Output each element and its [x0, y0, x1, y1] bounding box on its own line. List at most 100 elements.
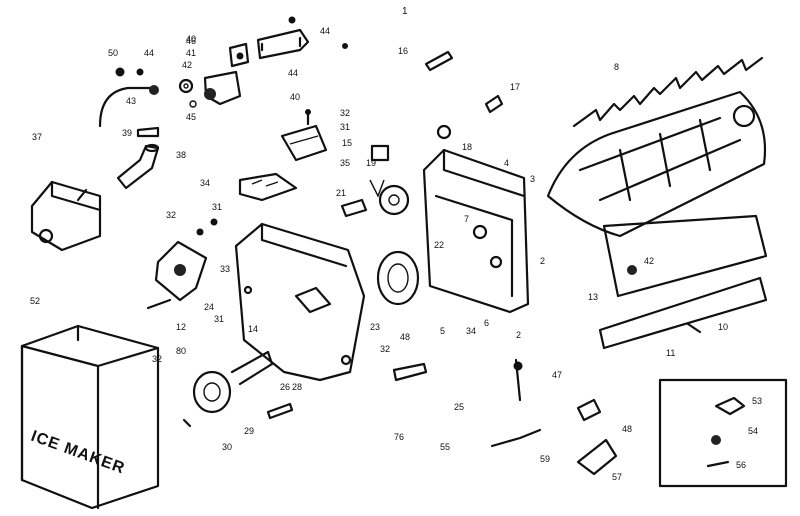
- label-32: 32: [340, 108, 350, 118]
- label-2: 2: [540, 256, 545, 266]
- label-25: 25: [454, 402, 464, 412]
- label-59: 59: [540, 454, 550, 464]
- inset-box: [658, 378, 788, 488]
- cover-23: [234, 222, 366, 382]
- label-17: 17: [510, 82, 520, 92]
- label-32-c: 32: [380, 344, 390, 354]
- label-16: 16: [398, 46, 408, 56]
- screw-32-upper: [305, 109, 311, 126]
- label-42-b: 42: [644, 256, 654, 266]
- label-10: 10: [718, 322, 728, 332]
- switch-bracket-15: [280, 124, 328, 162]
- wire-55-59: [490, 428, 542, 448]
- label-53: 53: [752, 396, 762, 406]
- label-31: 31: [340, 122, 350, 132]
- label-26: 26: [280, 382, 290, 392]
- label-48: 48: [400, 332, 410, 342]
- label-56: 56: [736, 460, 746, 470]
- label-29: 29: [244, 426, 254, 436]
- label-21: 21: [336, 188, 346, 198]
- label-80: 80: [176, 346, 186, 356]
- label-14: 14: [248, 324, 258, 334]
- label-54: 54: [748, 426, 758, 436]
- label-44-b: 44: [288, 68, 298, 78]
- label-41: 41: [186, 48, 196, 58]
- label-18: 18: [462, 142, 472, 152]
- bracket-33: [154, 240, 208, 302]
- clip-11: [686, 322, 702, 334]
- label-55: 55: [440, 442, 450, 452]
- part-labels: 1 44 44 50 44 46 41 40 42 43 45 39 16 17…: [30, 6, 762, 482]
- pin-16: [424, 50, 454, 72]
- bracket-44-top: [256, 16, 310, 60]
- label-44-c: 44: [144, 48, 154, 58]
- label-2-b: 2: [516, 330, 521, 340]
- label-31-b: 31: [212, 202, 222, 212]
- label-31-c: 31: [214, 314, 224, 324]
- label-30: 30: [222, 442, 232, 452]
- mold-4: [546, 90, 767, 238]
- heater-bracket-37: [30, 180, 102, 252]
- label-40: 40: [290, 92, 300, 102]
- label-24: 24: [204, 302, 214, 312]
- ice-maker-box: ICE MAKER: [20, 324, 160, 510]
- label-13: 13: [588, 292, 598, 302]
- label-38: 38: [176, 150, 186, 160]
- cam-gear-29: [192, 350, 274, 414]
- water-tube-43: [98, 67, 159, 128]
- ice-maker-box-text: ICE MAKER: [29, 428, 128, 478]
- lever-26: [392, 362, 428, 382]
- label-11: 11: [666, 348, 675, 358]
- spring-19: [370, 144, 390, 162]
- gear-21: [340, 179, 410, 218]
- label-23: 23: [370, 322, 380, 332]
- motor-22: [376, 250, 420, 306]
- label-32-b: 32: [166, 210, 176, 220]
- label-43: 43: [126, 96, 136, 106]
- label-7: 7: [464, 214, 469, 224]
- pin-47: [513, 358, 523, 402]
- label-40-b: 40: [186, 34, 196, 44]
- label-52: 52: [30, 296, 40, 306]
- shield-10: [598, 276, 768, 350]
- label-50: 50: [108, 48, 118, 58]
- label-28: 28: [292, 382, 302, 392]
- valve-48: [576, 398, 602, 422]
- screw-32-31-mid: [146, 218, 218, 310]
- label-8: 8: [614, 62, 619, 72]
- spring-28: [266, 402, 294, 420]
- label-45: 45: [186, 112, 196, 122]
- label-76: 76: [394, 432, 404, 442]
- ejector-blades-8: [572, 56, 764, 128]
- label-35: 35: [340, 158, 350, 168]
- label-5: 5: [440, 326, 445, 336]
- label-42: 42: [182, 60, 192, 70]
- label-57: 57: [612, 472, 622, 482]
- label-32-d: 32: [152, 354, 162, 364]
- clip-39: [136, 126, 160, 138]
- label-34: 34: [200, 178, 210, 188]
- label-46: 46: [186, 36, 196, 46]
- label-4: 4: [504, 158, 509, 168]
- label-37: 37: [32, 132, 42, 142]
- screw-42-right: [627, 265, 637, 275]
- label-34-b: 34: [466, 326, 476, 336]
- thermostat-18: [436, 124, 452, 140]
- valve-assembly-40: [203, 42, 250, 106]
- label-3: 3: [530, 174, 535, 184]
- washer-45: [189, 100, 197, 108]
- heater-12: [602, 214, 768, 298]
- label-22: 22: [434, 240, 444, 250]
- label-6: 6: [484, 318, 489, 328]
- label-15: 15: [342, 138, 352, 148]
- label-44: 44: [320, 26, 330, 36]
- label-33: 33: [220, 264, 230, 274]
- label-48-b: 48: [622, 424, 632, 434]
- fitting-42: [178, 78, 194, 94]
- label-39: 39: [122, 128, 132, 138]
- label-12: 12: [176, 322, 186, 332]
- fill-tube-38: [116, 143, 160, 190]
- label-47: 47: [552, 370, 562, 380]
- housing-7: [422, 148, 530, 314]
